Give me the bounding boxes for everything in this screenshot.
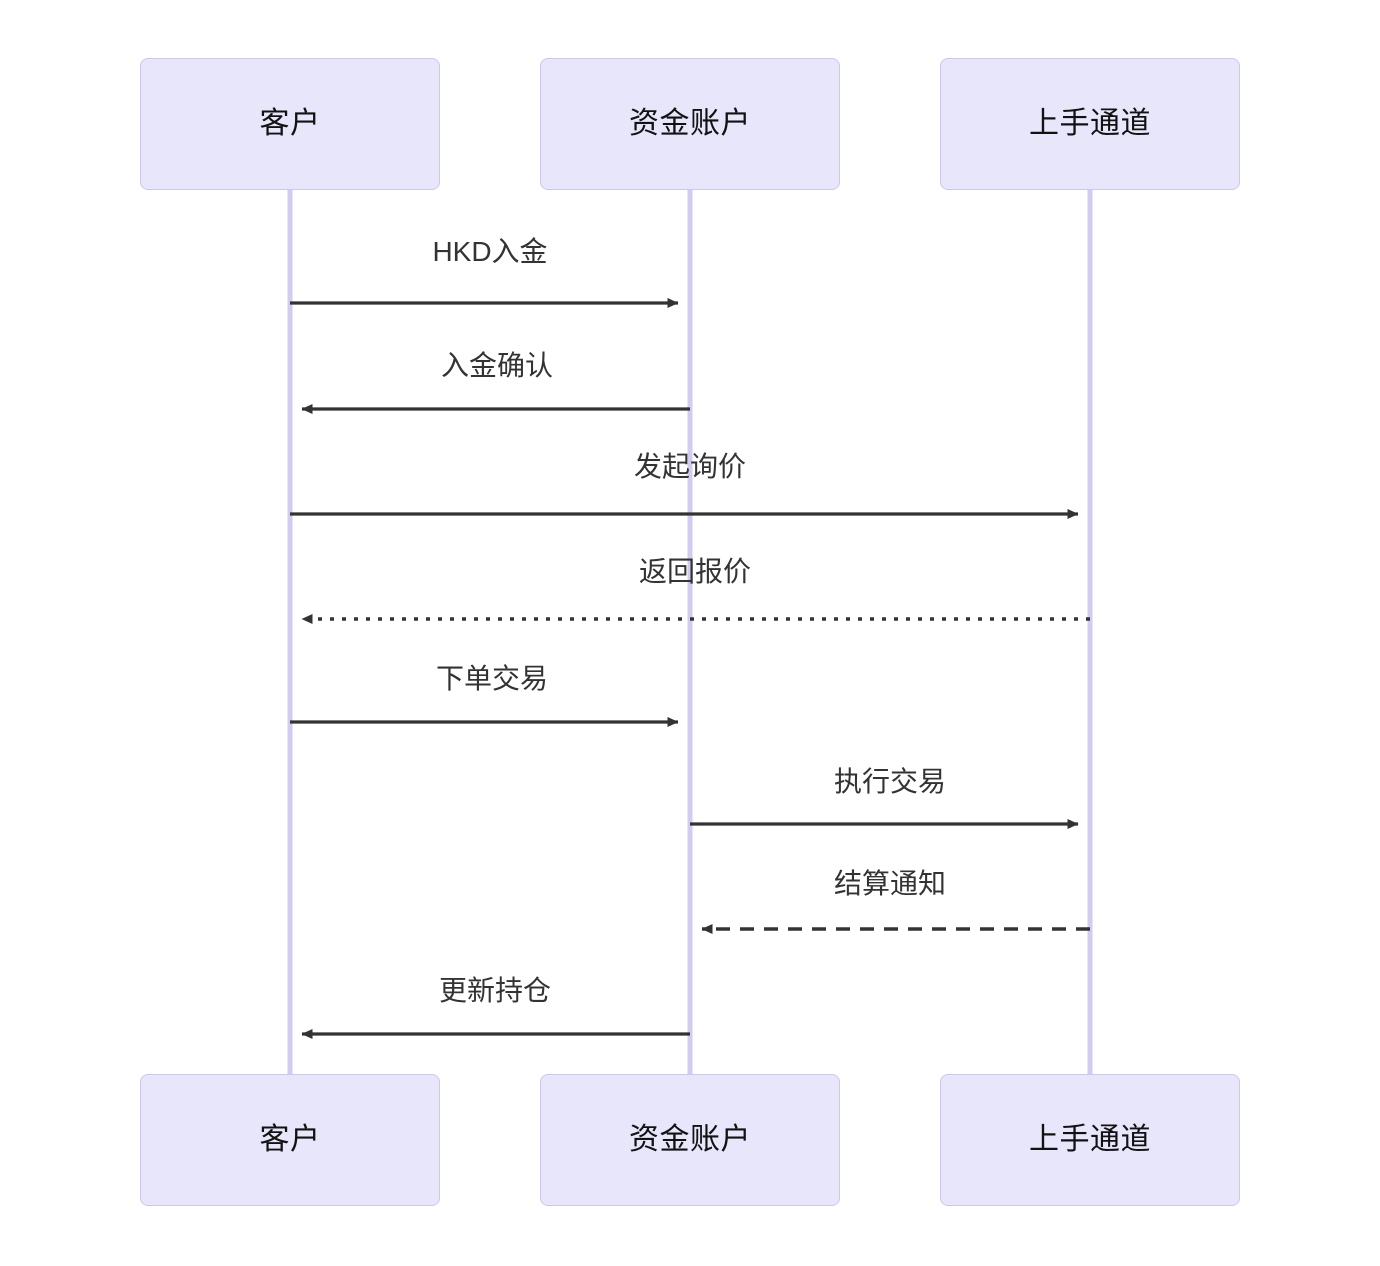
- lifelines: [287, 190, 1093, 1074]
- participant-box-fund-account-bottom[interactable]: 资金账户: [540, 1074, 840, 1206]
- participant-box-upstream-channel-top[interactable]: 上手通道: [940, 58, 1240, 190]
- participant-label-upstream-channel-bottom: 上手通道: [1029, 1123, 1151, 1156]
- message-label-7: 结算通知: [833, 868, 947, 899]
- participant-label-fund-account-top: 资金账户: [629, 107, 751, 140]
- message-label-8: 更新持仓: [438, 975, 552, 1006]
- participant-box-upstream-channel-bottom[interactable]: 上手通道: [940, 1074, 1240, 1206]
- message-label-4: 返回报价: [638, 556, 752, 587]
- message-label-2: 入金确认: [440, 350, 554, 381]
- message-label-6: 执行交易: [833, 766, 947, 797]
- participant-box-fund-account-top[interactable]: 资金账户: [540, 58, 840, 190]
- participant-box-customer-top[interactable]: 客户: [140, 58, 440, 190]
- message-label-3: 发起询价: [633, 451, 747, 482]
- participant-label-fund-account-bottom: 资金账户: [629, 1123, 751, 1156]
- message-label-5: 下单交易: [435, 663, 549, 694]
- message-arrows: [290, 298, 1090, 1039]
- participant-label-customer-top: 客户: [259, 107, 321, 140]
- participant-label-customer-bottom: 客户: [259, 1123, 321, 1156]
- participant-box-customer-bottom[interactable]: 客户: [140, 1074, 440, 1206]
- message-label-1: HKD入金: [432, 236, 548, 267]
- participant-label-upstream-channel-top: 上手通道: [1029, 107, 1151, 140]
